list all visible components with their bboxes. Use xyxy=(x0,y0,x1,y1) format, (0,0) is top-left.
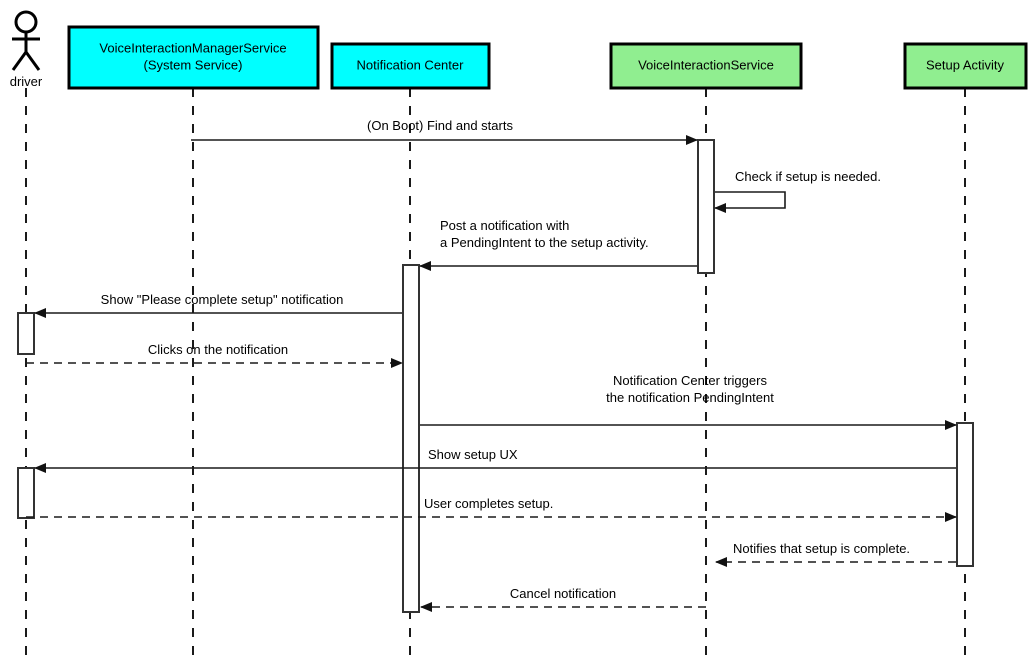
participant-label-notif: Notification Center xyxy=(357,57,465,72)
message-label-m5: Clicks on the notification xyxy=(148,342,288,357)
message-label-m2: Check if setup is needed. xyxy=(735,169,881,184)
message-label-m6: Notification Center triggers xyxy=(613,373,767,388)
participant-label-vims: (System Service) xyxy=(144,57,243,72)
message-label-m10: Cancel notification xyxy=(510,586,616,601)
message-m10[interactable]: Cancel notification xyxy=(420,586,706,612)
activation-bar-driver xyxy=(17,312,35,355)
message-label-m3: a PendingIntent to the setup activity. xyxy=(440,235,649,250)
message-m2[interactable]: Check if setup is needed. xyxy=(714,169,881,213)
participant-label-vims: VoiceInteractionManagerService xyxy=(99,40,286,55)
message-m7[interactable]: Show setup UX xyxy=(34,447,956,473)
message-label-m7: Show setup UX xyxy=(428,447,518,462)
activation-bar-driver xyxy=(17,467,35,519)
message-m8[interactable]: User completes setup. xyxy=(26,496,957,522)
actor-driver[interactable]: driver xyxy=(10,10,43,89)
participant-box-vis[interactable]: VoiceInteractionService xyxy=(609,42,803,90)
activation-bar-setup xyxy=(956,422,974,567)
participant-box-notif[interactable]: Notification Center xyxy=(330,42,491,90)
participant-box-vims[interactable]: VoiceInteractionManagerService (System Se… xyxy=(67,25,320,90)
participant-label-vis: VoiceInteractionService xyxy=(638,57,774,72)
participant-headers-group: driver VoiceInteractionManagerService (Sys… xyxy=(10,10,1028,90)
message-m1[interactable]: (On Boot) Find and starts xyxy=(191,118,698,145)
message-label-m6: the notification PendingIntent xyxy=(606,390,774,405)
message-m5[interactable]: Clicks on the notification xyxy=(26,342,403,368)
activation-bars-group xyxy=(17,139,974,613)
activation-bar-vis xyxy=(697,139,715,274)
actor-label-driver: driver xyxy=(10,74,43,89)
message-label-m8: User completes setup. xyxy=(424,496,553,511)
message-line-m2 xyxy=(714,191,786,213)
message-m3[interactable]: Post a notification with a PendingIntent … xyxy=(419,218,697,271)
message-label-m1: (On Boot) Find and starts xyxy=(367,118,513,133)
message-label-m4: Show "Please complete setup" notificatio… xyxy=(101,292,344,307)
message-m9[interactable]: Notifies that setup is complete. xyxy=(715,541,956,567)
participant-label-setup: Setup Activity xyxy=(926,57,1005,72)
message-label-m9: Notifies that setup is complete. xyxy=(733,541,910,556)
participant-box-setup[interactable]: Setup Activity xyxy=(903,42,1028,90)
message-m6[interactable]: Notification Center triggers the notifica… xyxy=(420,373,957,430)
activation-bar-notif xyxy=(402,264,420,613)
message-m4[interactable]: Show "Please complete setup" notificatio… xyxy=(34,292,402,318)
message-label-m3: Post a notification with xyxy=(440,218,569,233)
